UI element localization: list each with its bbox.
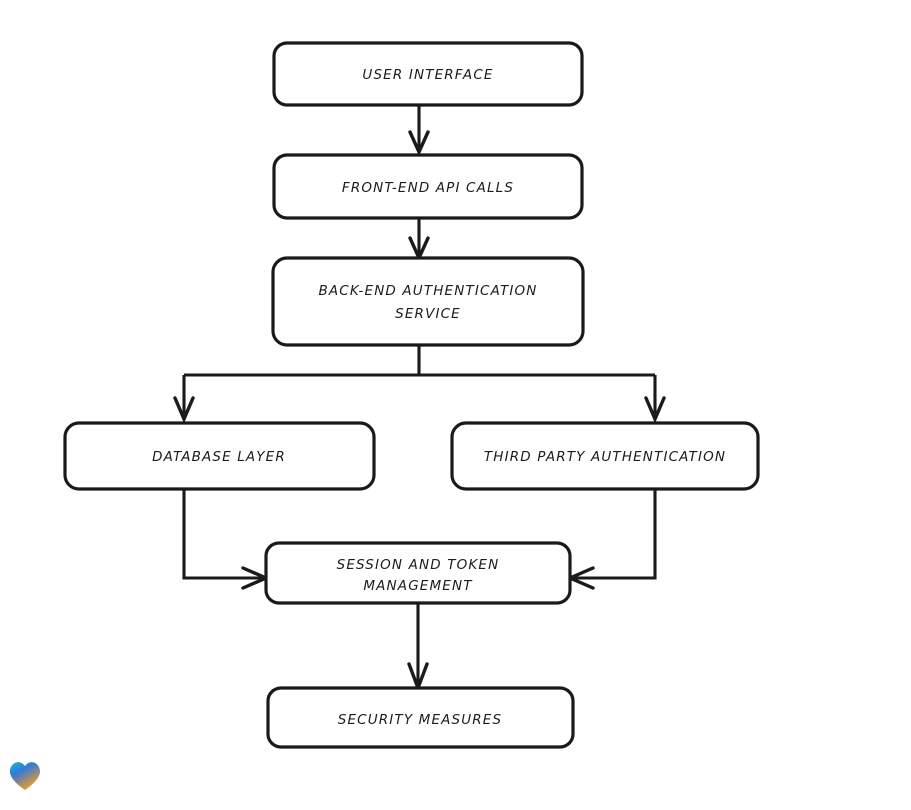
node-user-interface[interactable]: USER INTERFACE — [272, 41, 584, 107]
node-frontend-api-box — [272, 153, 584, 220]
edge-frontend-to-backend — [408, 218, 430, 263]
node-database-layer[interactable]: DATABASE LAYER — [63, 421, 376, 491]
node-third-party-auth-label: THIRD PARTY AUTHENTICATION — [484, 449, 726, 465]
heart-shape-overlay — [10, 762, 40, 790]
node-third-party-auth[interactable]: THIRD PARTY AUTHENTICATION — [450, 421, 760, 491]
node-database-layer-box — [63, 421, 376, 491]
node-security-measures[interactable]: SECURITY MEASURES — [266, 686, 575, 749]
node-user-interface-label: USER INTERFACE — [362, 67, 493, 83]
node-session-token-box — [264, 541, 572, 605]
node-backend-auth-label-line1: BACK-END AUTHENTICATION — [318, 283, 537, 299]
node-session-token[interactable]: SESSION AND TOKEN MANAGEMENT — [264, 541, 572, 605]
node-security-measures-label: SECURITY MEASURES — [338, 712, 502, 728]
node-frontend-api[interactable]: FRONT-END API CALLS — [272, 153, 584, 220]
edge-ui-to-frontend — [408, 105, 430, 157]
edge-database-to-session — [182, 489, 271, 590]
node-backend-auth[interactable]: BACK-END AUTHENTICATION SERVICE — [271, 256, 585, 347]
heart-logo — [10, 762, 40, 790]
node-frontend-api-label: FRONT-END API CALLS — [342, 180, 514, 196]
node-session-token-label-line1: SESSION AND TOKEN — [337, 557, 500, 573]
edge-session-to-security — [407, 603, 429, 693]
edge-backend-fork — [173, 345, 666, 424]
node-user-interface-box — [272, 41, 584, 107]
node-third-party-auth-box — [450, 421, 760, 491]
node-security-measures-box — [266, 686, 575, 749]
node-backend-auth-box — [271, 256, 585, 347]
edge-thirdparty-to-session — [565, 489, 657, 590]
node-backend-auth-label-line2: SERVICE — [395, 306, 461, 322]
node-database-layer-label: DATABASE LAYER — [152, 449, 286, 465]
node-session-token-label-line2: MANAGEMENT — [363, 578, 473, 594]
